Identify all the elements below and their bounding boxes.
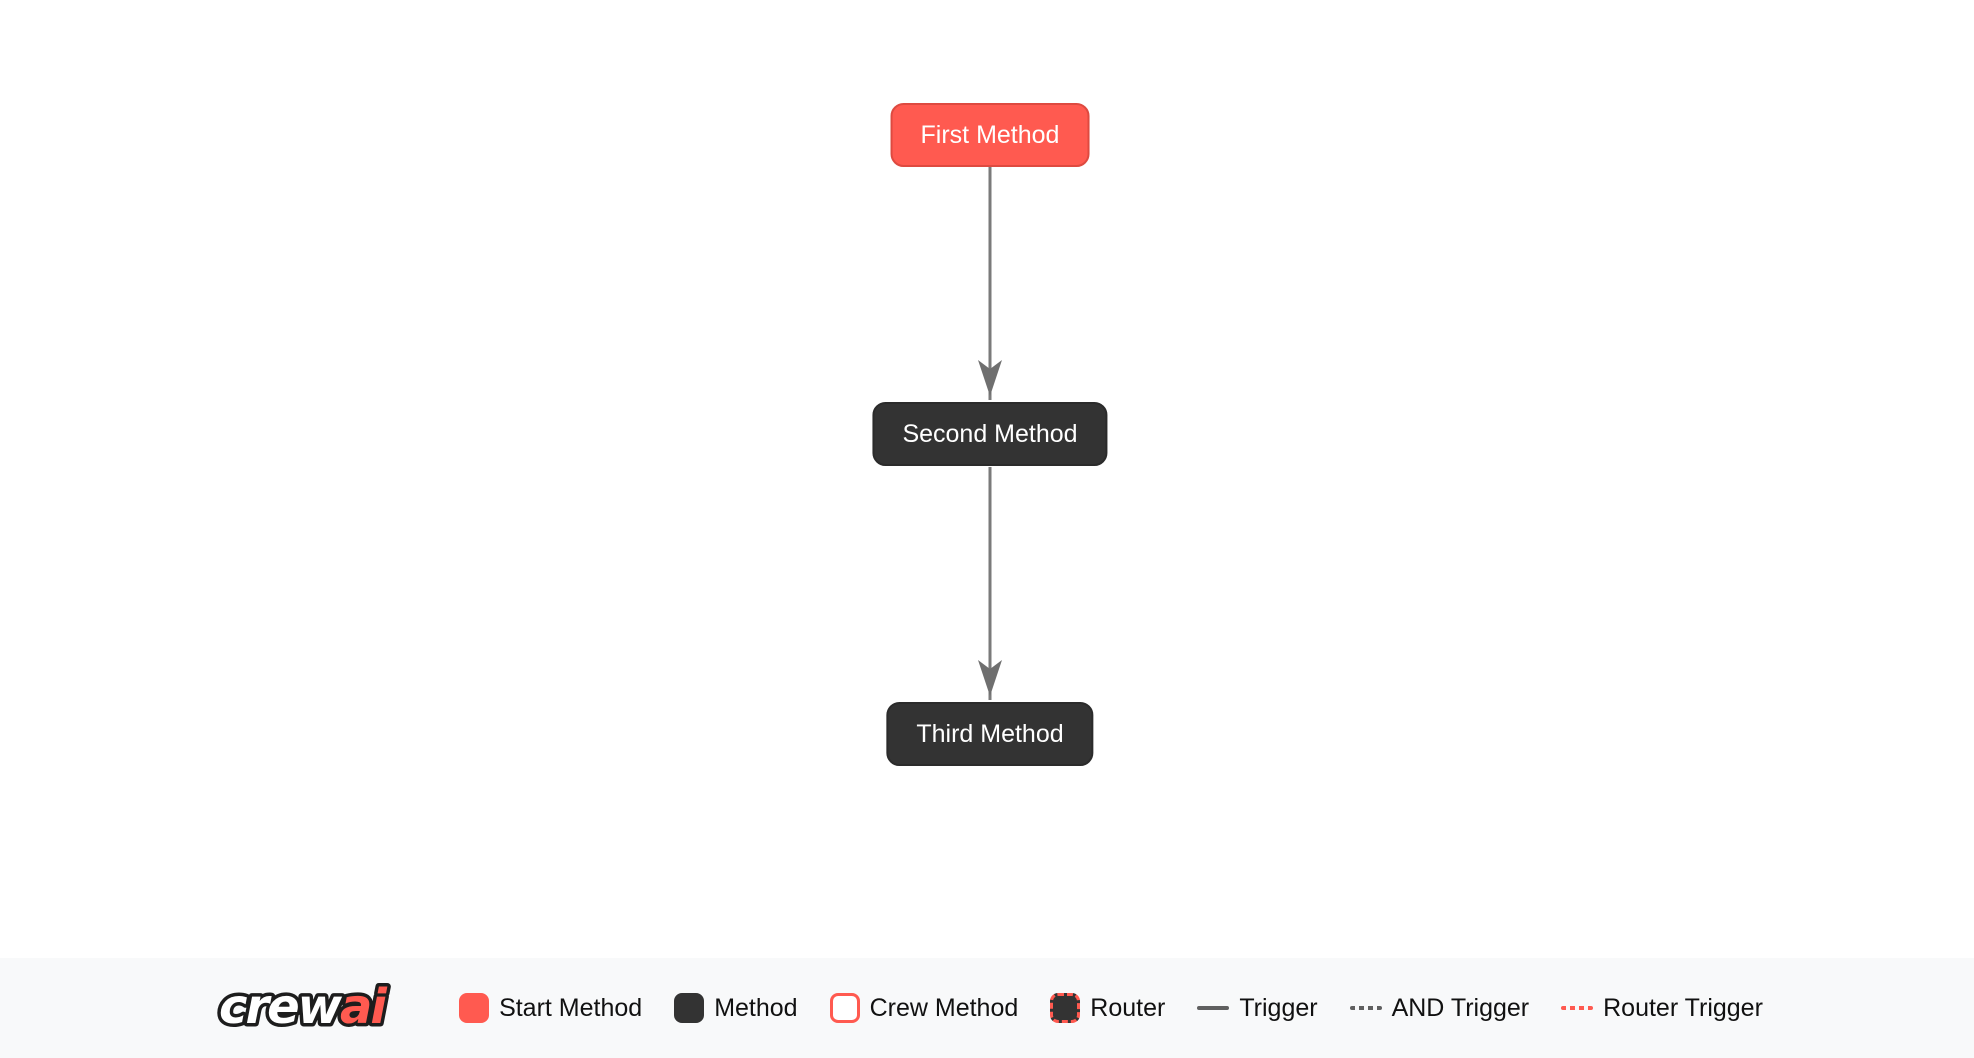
- legend-label: Method: [714, 993, 798, 1022]
- router-swatch: [1050, 993, 1081, 1023]
- legend-item-router-trigger: Router Trigger: [1561, 994, 1763, 1023]
- legend-label: Trigger: [1239, 993, 1318, 1022]
- node-first-method[interactable]: First Method: [890, 103, 1090, 167]
- svg-text:crewai: crewai: [219, 979, 387, 1035]
- crew-method-swatch: [829, 993, 860, 1023]
- logo-crew-text: crew: [219, 979, 343, 1035]
- node-third-method[interactable]: Third Method: [886, 702, 1094, 766]
- trigger-line-swatch: [1197, 1006, 1230, 1010]
- legend-label: AND Trigger: [1391, 993, 1530, 1022]
- node-second-method[interactable]: Second Method: [872, 402, 1108, 466]
- router-trigger-line-swatch: [1561, 1006, 1594, 1010]
- legend-label: Start Method: [499, 993, 643, 1022]
- legend-label: Crew Method: [869, 993, 1019, 1022]
- legend-bar: crewai Start Method Method Crew Method R…: [0, 958, 1974, 1058]
- legend-item-method: Method: [674, 993, 798, 1023]
- logo-ai-text: ai: [340, 979, 387, 1035]
- edge-second-to-third-arrowhead: [978, 660, 1002, 696]
- start-method-swatch: [459, 993, 490, 1023]
- legend-item-and-trigger: AND Trigger: [1349, 993, 1530, 1023]
- legend-content: crewai Start Method Method Crew Method R…: [0, 958, 1974, 1058]
- legend-label: Router Trigger: [1603, 993, 1763, 1022]
- legend-item-crew-method: Crew Method: [829, 993, 1019, 1023]
- legend-item-trigger: Trigger: [1197, 993, 1318, 1023]
- method-swatch: [674, 993, 705, 1023]
- legend-label: Router: [1090, 993, 1166, 1022]
- legend-item-router: Router: [1050, 993, 1165, 1023]
- legend-item-start-method: Start Method: [459, 993, 642, 1023]
- and-trigger-line-swatch: [1349, 1006, 1382, 1010]
- edge-first-to-second-arrowhead: [978, 360, 1002, 396]
- crewai-logo: crewai: [216, 976, 393, 1039]
